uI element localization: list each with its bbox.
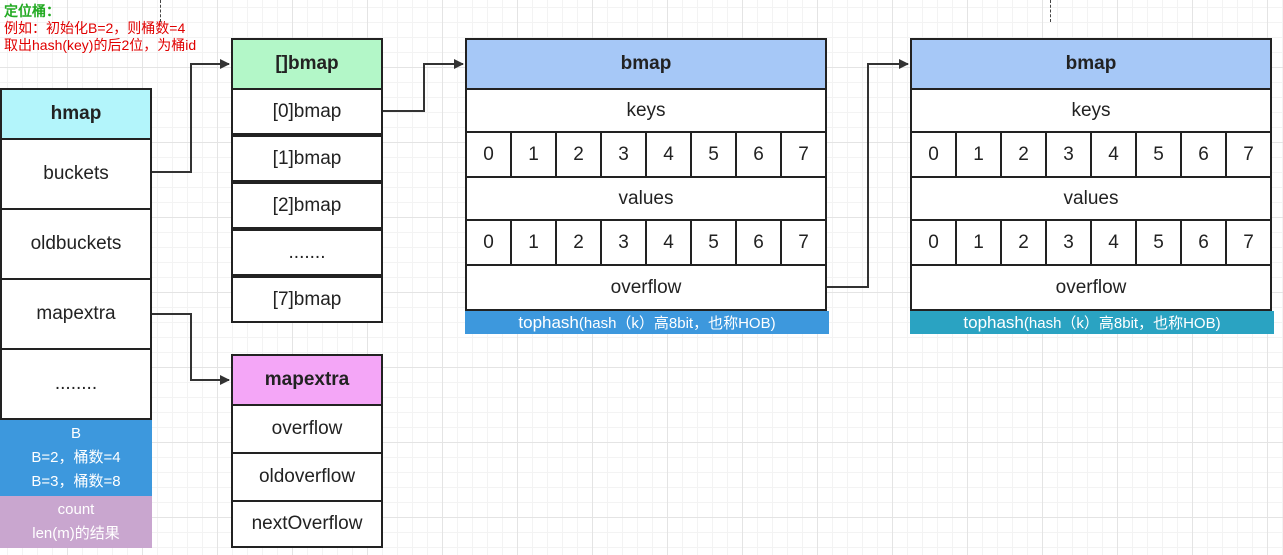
bmap-1-tophash-detail: (hash（k）高8bit，也称HOB) (578, 315, 776, 332)
arrow-bucket0-to-bmap-1 (383, 59, 464, 112)
bmap-1-tophash-main: tophash (518, 312, 579, 332)
hmap-count-box: count len(m)的结果 (0, 496, 152, 548)
bmap-1-overflow: overflow (465, 264, 827, 311)
bmap-2-tophash-detail: (hash（k）高8bit，也称HOB) (1023, 315, 1221, 332)
bmap-1-key-slot-0: 0 (465, 131, 512, 178)
mapextra-field-nextoverflow: nextOverflow (231, 500, 383, 548)
hmap-header: hmap (0, 88, 152, 140)
bmap-2-value-slot-3: 3 (1045, 219, 1092, 266)
b-box-line-3: B=3，桶数=8 (31, 473, 121, 490)
bucket-array-item-2: [2]bmap (231, 182, 383, 229)
hmap-b-box: B B=2，桶数=4 B=3，桶数=8 (0, 420, 152, 496)
mapextra-header: mapextra (231, 354, 383, 406)
bmap-2-value-slot-0: 0 (910, 219, 957, 266)
mapextra-field-overflow: overflow (231, 404, 383, 454)
bmap-1-tophash-banner: tophash(hash（k）高8bit，也称HOB) (465, 311, 829, 334)
hmap-field-buckets: buckets (0, 138, 152, 210)
bmap-2-header: bmap (910, 38, 1272, 90)
bmap-2-values-label: values (910, 176, 1272, 221)
hmap-field-ellipsis: ........ (0, 348, 152, 420)
arrow-overflow-to-bmap-2 (827, 59, 909, 288)
bmap-2-overflow: overflow (910, 264, 1272, 311)
bmap-1-value-slot-7: 7 (780, 219, 827, 266)
note-line-2: 取出hash(key)的后2位，为桶id (4, 37, 197, 53)
guide-dash-left (160, 0, 161, 22)
b-box-line-2: B=2，桶数=4 (31, 449, 121, 466)
hmap-field-mapextra: mapextra (0, 278, 152, 350)
b-box-line-1: B (70, 425, 81, 442)
note-line-1: 例如：初始化B=2，则桶数=4 (4, 20, 186, 36)
bmap-2-tophash-main: tophash (963, 312, 1024, 332)
bucket-array-item-ellipsis: ....... (231, 229, 383, 276)
bmap-1-values-label: values (465, 176, 827, 221)
annotation-note: 定位桶： 例如：初始化B=2，则桶数=4 取出hash(key)的后2位，为桶i… (4, 3, 196, 54)
bmap-1-key-slot-7: 7 (780, 131, 827, 178)
arrow-mapextra-to-mapextra-struct (152, 313, 230, 385)
bucket-array-item-1: [1]bmap (231, 135, 383, 182)
arrow-buckets-to-bucket-array (152, 59, 230, 173)
bmap-1-value-slot-0: 0 (465, 219, 512, 266)
bucket-array-item-7: [7]bmap (231, 276, 383, 323)
bmap-1-value-slot-1: 1 (510, 219, 557, 266)
guide-dash-right (1050, 0, 1051, 22)
bucket-array-item-0: [0]bmap (231, 88, 383, 135)
bucket-array-header: []bmap (231, 38, 383, 90)
bmap-2-tophash-banner: tophash(hash（k）高8bit，也称HOB) (910, 311, 1274, 334)
bmap-1-value-slot-2: 2 (555, 219, 602, 266)
bmap-2-value-slot-5: 5 (1135, 219, 1182, 266)
count-box-line-1: count (57, 501, 95, 518)
count-box-line-2: len(m)的结果 (32, 525, 120, 542)
note-title: 定位桶： (4, 3, 60, 19)
